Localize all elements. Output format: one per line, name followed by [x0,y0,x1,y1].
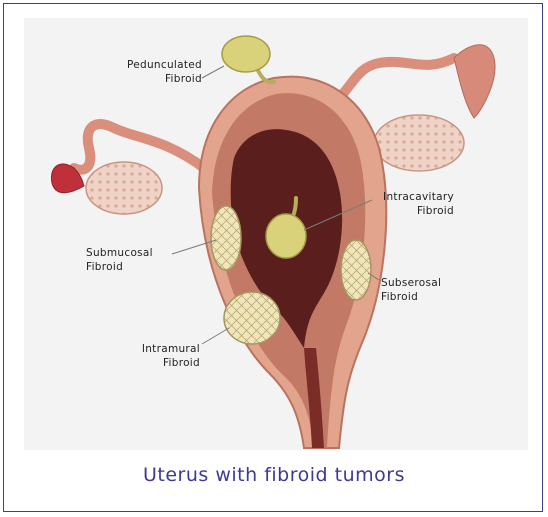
right-fimbriae [454,45,495,118]
illustration-area: Pedunculated Fibroid Intracavitary Fibro… [24,18,528,450]
label-line: Pedunculated [106,58,202,72]
label-line: Subserosal [381,276,471,290]
label-line: Fibroid [110,356,200,370]
label-line: Intramural [110,342,200,356]
label-line: Fibroid [86,260,176,274]
label-submucosal-fibroid: Submucosal Fibroid [86,246,176,274]
left-fallopian-tube [74,124,204,170]
label-line: Intracavitary [354,190,454,204]
label-line: Fibroid [354,204,454,218]
label-intracavitary-fibroid: Intracavitary Fibroid [354,190,454,218]
pedunculated-fibroid [222,36,270,72]
submucosal-fibroid [211,206,241,270]
intracavitary-fibroid [266,214,306,258]
figure-caption: Uterus with fibroid tumors [4,464,544,486]
label-line: Fibroid [106,72,202,86]
uterus-illustration [24,18,528,450]
right-ovary [374,115,464,171]
label-subserosal-fibroid: Subserosal Fibroid [381,276,471,304]
figure-frame: Pedunculated Fibroid Intracavitary Fibro… [3,3,543,512]
label-line: Fibroid [381,290,471,304]
label-intramural-fibroid: Intramural Fibroid [110,342,200,370]
label-line: Submucosal [86,246,176,260]
left-ovary [86,162,162,214]
subserosal-fibroid [341,240,371,300]
label-pedunculated-fibroid: Pedunculated Fibroid [106,58,202,86]
intramural-fibroid [224,292,280,344]
